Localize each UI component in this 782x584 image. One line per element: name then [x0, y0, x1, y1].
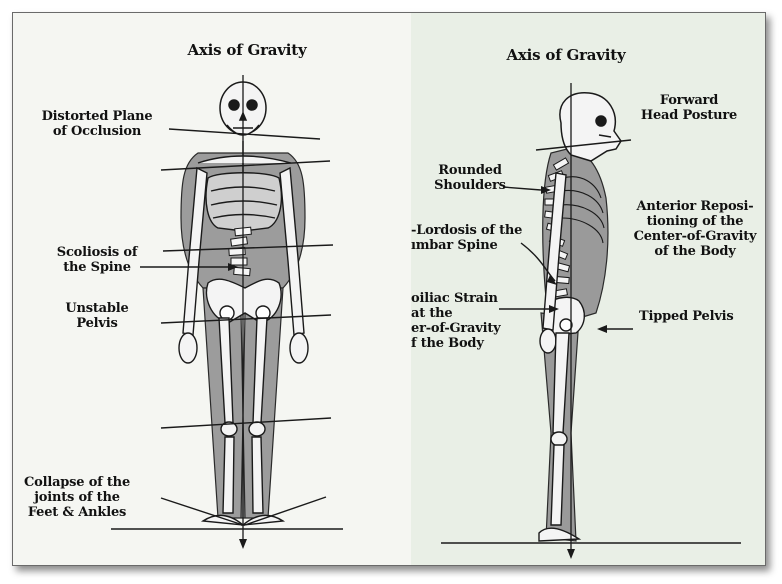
- front-skeleton-illustration: [111, 75, 343, 549]
- front-view-panel: Axis of Gravity Distorted Plane of Occlu…: [13, 13, 411, 565]
- label-anterior-repositioning: Anterior Reposi- tioning of the Center-o…: [633, 199, 757, 259]
- label-sacroiliac-strain: oiliac Strain at the er-of-Gravity f the…: [411, 291, 501, 351]
- label-distorted-occlusion: Distorted Plane of Occlusion: [41, 109, 153, 139]
- side-view-panel: Axis of Gravity Forward Head Posture Rou…: [411, 13, 765, 565]
- side-skeleton-illustration: [441, 83, 741, 559]
- label-forward-head: Forward Head Posture: [640, 93, 738, 123]
- label-rounded-shoulders: Rounded Shoulders: [434, 163, 506, 193]
- label-tipped-pelvis: Tipped Pelvis: [639, 309, 734, 324]
- label-unstable-pelvis: Unstable Pelvis: [65, 301, 129, 331]
- side-axis-title: Axis of Gravity: [506, 46, 626, 64]
- label-scoliosis: Scoliosis of the Spine: [56, 245, 138, 275]
- label-lordosis: -Lordosis of the ımbar Spine: [411, 223, 523, 253]
- figure-frame: Axis of Gravity Distorted Plane of Occlu…: [12, 12, 766, 566]
- front-axis-title: Axis of Gravity: [187, 41, 307, 59]
- label-collapse-feet: Collapse of the joints of the Feet & Ank…: [23, 475, 131, 520]
